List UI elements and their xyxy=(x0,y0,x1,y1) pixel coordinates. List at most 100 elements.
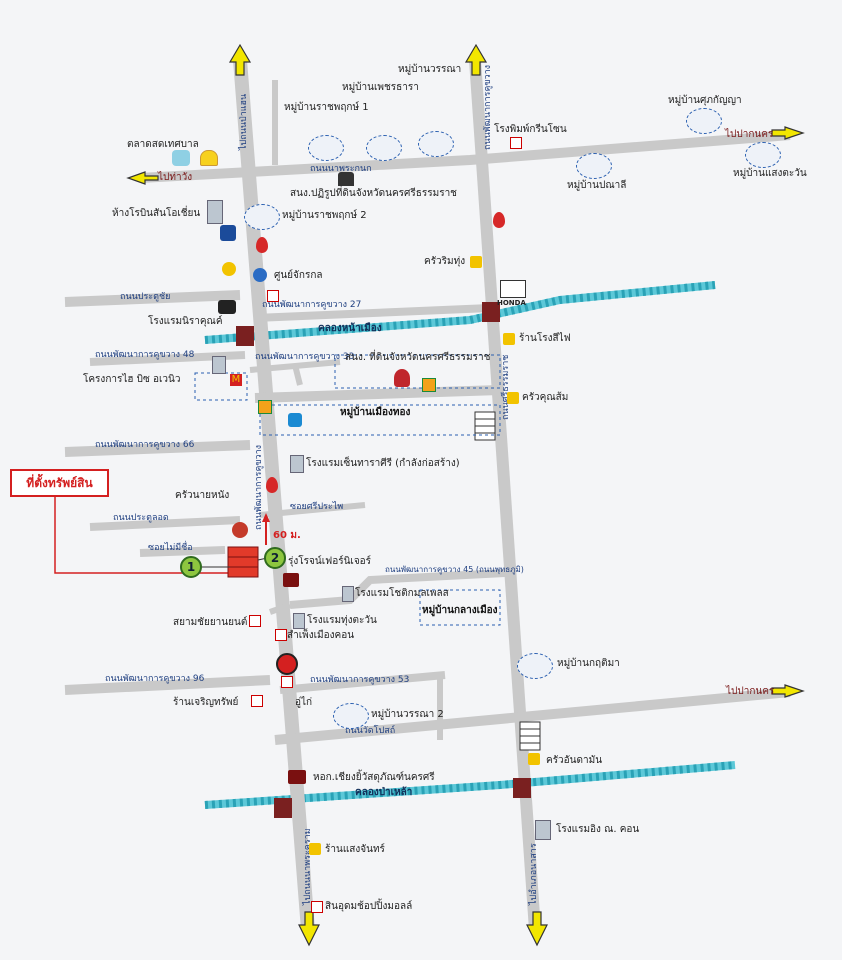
ptt-fuel-icon xyxy=(256,237,268,253)
road-label-pattana-33: ถนนพัฒนาการคูขวาง 33 xyxy=(255,352,355,362)
machinery-center-icon xyxy=(267,290,279,302)
shop-icon-siam xyxy=(249,615,261,627)
shop-icon-sampheng xyxy=(275,629,287,641)
krungsri-icon xyxy=(222,262,236,276)
canal-label-na-mueang: คลองหน้าเมือง xyxy=(318,323,382,334)
place-label-sano-pattana: สนง.ปฏิรูปที่ดินจังหวัดนครศรีธรรมราช xyxy=(290,188,457,199)
road-label-right-vertical-mid: ถนนศรีธรรมราช xyxy=(501,354,511,420)
place-label-hotel-ing: โรงแรมอิง ณ. คอน xyxy=(556,824,640,835)
building-icon xyxy=(207,200,223,224)
place-label-petcharat: หมู่บ้านเพชรธารา xyxy=(342,82,419,93)
caltex-icon xyxy=(276,653,298,675)
village-icon-wannara2 xyxy=(333,703,369,729)
printing-icon xyxy=(510,137,522,149)
garuda-icon xyxy=(394,369,410,387)
place-label-sukanya: หมู่บ้านศุภกัญญา xyxy=(668,95,742,106)
place-label-kruarimtung: ครัวริมทุ่ง xyxy=(424,256,466,267)
place-label-oodkai: อู่ไก่ xyxy=(295,697,313,708)
road-label-pattana-66: ถนนพัฒนาการคูขวาง 66 xyxy=(95,440,195,450)
marker-1: 1 xyxy=(180,556,202,578)
bangkok-bank-icon xyxy=(253,268,267,282)
restaurant-icon-andaman xyxy=(528,753,540,765)
place-label-thungtawan: โรงแรมทุ่งตะวัน xyxy=(307,615,377,626)
road-label-pratuchai: ถนนประตูชัย xyxy=(120,292,171,302)
restaurant-icon-khunsom xyxy=(507,392,519,404)
mall-icon xyxy=(311,901,323,913)
road-label-pratulod: ถนนประตูลอด xyxy=(113,513,169,523)
roads xyxy=(64,59,791,931)
village-icon-petcharat xyxy=(366,135,402,161)
place-label-sano-thidin: สนง. ที่ดินจังหวัดนครศรีธรรมราช xyxy=(345,352,491,363)
destination-pakpanang-mid: ไปปากนคร xyxy=(726,686,775,697)
road-label-right-vertical: ถนนพัฒนาการคูขวาง xyxy=(483,64,493,150)
property-location-title: ที่ตั้งทรัพย์สิน xyxy=(10,469,109,497)
hardware-shop-icon xyxy=(288,770,306,784)
property-block xyxy=(227,546,259,578)
road-label-soi-sriprakhai: ซอยศรีประไพ xyxy=(290,502,344,512)
road-label-napakanok-vertical: ไปถนนป่าแฮน xyxy=(239,93,249,150)
place-label-sinudom: สินอุดมช้อปปิ้งมอลล์ xyxy=(325,901,413,912)
honda-icon xyxy=(500,280,526,298)
pointer-line xyxy=(54,490,228,574)
place-label-wannara2: หมู่บ้านวรรณา 2 xyxy=(371,709,444,720)
road-label-pattana-96: ถนนพัฒนาการคูขวาง 96 xyxy=(105,674,205,684)
seven-eleven-icon xyxy=(258,400,272,414)
shell-icon xyxy=(200,150,218,166)
place-label-ratchaphruek1: หมู่บ้านราชพฤกษ์ 1 xyxy=(284,102,369,113)
place-label-muang-thong: หมู่บ้านเมืองทอง xyxy=(340,407,411,418)
road-label-soi-maichue: ซอยไม่มีชื่อ xyxy=(148,543,193,553)
road-label-pattana-45: ถนนพัฒนาการคูขวาง 45 (ถนนพุทธภูมิ) xyxy=(385,565,524,574)
place-label-sampheng: สำเพ็งเมืองคอน xyxy=(287,630,355,641)
place-label-khrua-andaman: ครัวอันดามัน xyxy=(546,755,603,766)
hotel-icon-thungtawan xyxy=(293,613,305,629)
village-icon-sangtawan xyxy=(745,142,781,168)
place-label-san-chan: ร้านแสงจันทร์ xyxy=(325,844,385,855)
destination-thawang: ไปท่าวัง xyxy=(158,172,193,183)
road-label-main-vertical: ถนนพัฒนาการคูขวาง xyxy=(254,444,264,530)
place-label-jaroensap: ร้านเจริญทรัพย์ xyxy=(173,697,239,708)
place-label-sentara: โรงแรมเซ็นทาราศีรี (กำลังก่อสร้าง) xyxy=(306,458,460,469)
road-label-pattana-48: ถนนพัฒนาการคูขวาง 48 xyxy=(95,350,195,360)
shop-icon-sangchan xyxy=(309,843,321,855)
village-icon-kritsima xyxy=(517,653,553,679)
marker-2: 2 xyxy=(264,547,286,569)
destination-bottom-right: ไปอำเภอนาสาร xyxy=(529,843,539,905)
bridges xyxy=(236,302,531,818)
road-label-watbot: ถนนวัดโปสถ์ xyxy=(345,726,396,736)
place-label-klang-mueang: หมู่บ้านกลางเมือง xyxy=(422,605,498,616)
place-label-panali: หมู่บ้านปณาลี xyxy=(567,180,627,191)
land-office-icon xyxy=(338,172,354,186)
place-label-siam-yanyon: สยามชัยยานยนต์ xyxy=(173,617,248,628)
distance-label: 60 ม. xyxy=(273,530,301,541)
mcdonalds-icon: M xyxy=(230,374,242,386)
hotel-icon-dikmal xyxy=(342,586,354,602)
building-icon-48 xyxy=(212,356,226,374)
place-label-nirakorn: โรงแรมนิราคุณค์ xyxy=(148,316,223,327)
place-label-rungroj: รุ่งโรจน์เฟอร์นิเจอร์ xyxy=(288,556,372,567)
canal-na-mueang xyxy=(204,281,716,344)
place-label-robinson: ห้างโรบินสันโอเชี่ยน xyxy=(112,208,201,219)
hotel-icon-sentara xyxy=(290,455,304,473)
place-label-kritsima: หมู่บ้านกฤติมา xyxy=(557,658,620,669)
destination-pakpanang-top: ไปปากนคร xyxy=(725,129,774,140)
furniture-shop-icon xyxy=(283,573,299,587)
canal-label-pa-lao: คลองป่าเหล้า xyxy=(355,787,413,798)
shop-icon-jaroensap xyxy=(251,695,263,707)
place-label-ratchaphruek2: หมู่บ้านราชพฤกษ์ 2 xyxy=(282,210,367,221)
hotel-icon-ing xyxy=(535,820,551,840)
bank-icon xyxy=(220,225,236,241)
krungthai-icon xyxy=(288,413,302,427)
place-label-hor-chiang: หอก.เชียงยิ้วัสดุภัณฑ์นครศรี xyxy=(313,772,435,783)
honda-label: HONDA xyxy=(497,299,526,307)
road-label-pattana-27: ถนนพัฒนาการคูขวาง 27 xyxy=(262,300,362,310)
place-label-project-high: โครงการไฮ บิซ อเวนิว xyxy=(83,374,181,385)
place-label-rongfai: ร้านโรงสีไฟ xyxy=(519,333,571,344)
road-label-napakanok: ถนนนาพระกนก xyxy=(310,164,372,174)
place-label-printing: โรงพิมพ์กรีนโซน xyxy=(494,124,567,135)
place-label-chakkrakon: ศูนย์จักรกล xyxy=(274,270,323,281)
village-icon-wannara xyxy=(418,131,454,157)
village-icon-ratchaphruek1 xyxy=(308,135,344,161)
place-label-khrua-khunsom: ครัวคุณส้ม xyxy=(522,392,569,403)
